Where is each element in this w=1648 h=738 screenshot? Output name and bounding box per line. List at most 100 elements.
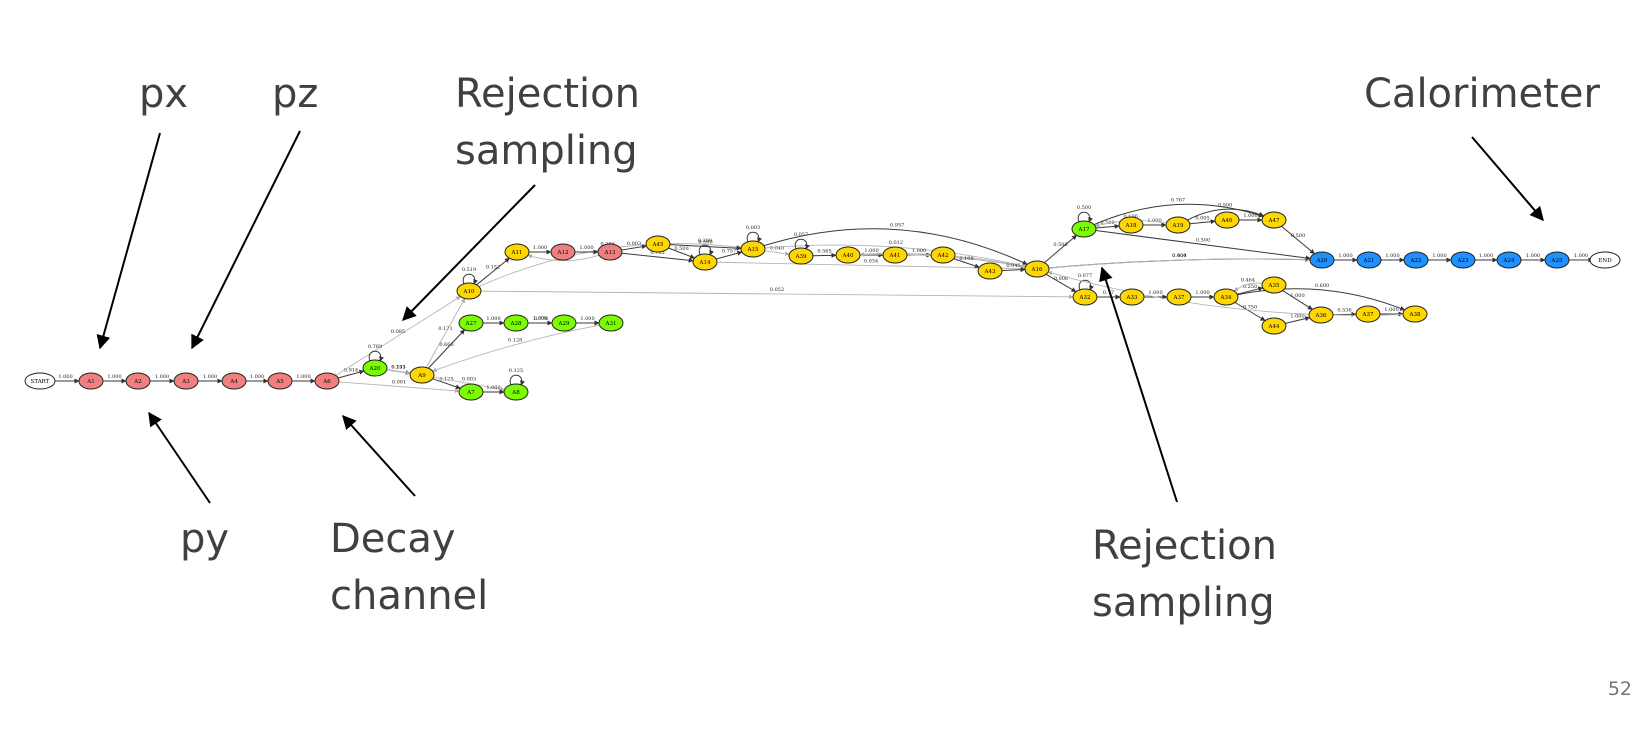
- graph-edge: 0.231: [386, 365, 411, 375]
- node-shape: [1024, 260, 1050, 278]
- edge-line: [476, 257, 510, 286]
- self-loop: [698, 244, 714, 256]
- graph-edge: 1.000: [575, 245, 599, 255]
- node-label: A16: [1031, 267, 1043, 273]
- edge-line: [621, 252, 694, 263]
- graph-edge: 0.052: [480, 287, 1074, 300]
- edge-label: 1.000: [1526, 253, 1540, 259]
- edge-label: 1.000: [1432, 253, 1446, 259]
- node-label: A36: [1315, 313, 1327, 319]
- node-shape: [1589, 251, 1621, 269]
- node-shape: [1402, 305, 1428, 323]
- node-label: A37: [1173, 295, 1185, 301]
- node-label: A7: [466, 390, 475, 396]
- edge-label: 0.152: [486, 265, 500, 271]
- graph-node: A47: [1261, 211, 1287, 229]
- node-shape: [1496, 251, 1522, 269]
- arrow-decay: [342, 414, 416, 497]
- edge-label: 1.000: [1147, 218, 1161, 224]
- graph-edge: 0.250: [1237, 284, 1264, 295]
- arrow-px: [96, 132, 161, 350]
- edge-line: [1233, 282, 1263, 292]
- graph-edge: 0.057: [794, 232, 810, 250]
- edge-label: 0.770: [534, 316, 548, 322]
- edge-label: 1.000: [533, 316, 547, 322]
- arrow-rejection-top: [402, 184, 536, 322]
- node-shape: [1261, 211, 1287, 229]
- callout-px: px: [139, 71, 189, 117]
- node-shape: [1356, 251, 1382, 269]
- graph-edge: 1.000: [292, 374, 316, 384]
- edge-line: [1045, 273, 1077, 293]
- graph-edge: 0.600: [1237, 283, 1406, 311]
- edge-line: [764, 250, 790, 256]
- edge-label: 0.143: [391, 365, 405, 371]
- node-label: A29: [558, 321, 570, 327]
- node-shape: [740, 240, 766, 258]
- node-label: A24: [1503, 258, 1515, 264]
- node-label: A22: [1410, 258, 1422, 264]
- node-shape: [977, 262, 1003, 280]
- graph-node: A2: [125, 372, 151, 390]
- node-label: A8: [511, 390, 520, 396]
- graph-node: A22: [1403, 251, 1429, 269]
- graph-edge: 0.045: [1001, 263, 1026, 273]
- node-label: A37: [1362, 312, 1374, 318]
- graph-node: A20: [362, 359, 388, 377]
- edge-label: 1.000: [912, 248, 926, 254]
- edge-label: 1.000: [864, 248, 878, 254]
- edge-label: 0.914: [344, 368, 358, 374]
- edge-label: 1.000: [58, 374, 72, 380]
- edge-label: 0.012: [889, 240, 903, 246]
- self-loop: [462, 273, 478, 285]
- node-label: A21: [1363, 258, 1375, 264]
- graph-node: A6: [314, 372, 340, 390]
- node-shape: [1071, 220, 1097, 238]
- graph-edge: 0.077: [1078, 273, 1094, 291]
- graph-edge: 1.000: [1142, 218, 1167, 228]
- edge-label: 0.500: [1077, 205, 1091, 211]
- graph-node: A31: [598, 314, 624, 332]
- edge-label: 0.200: [698, 238, 712, 244]
- node-label: A23: [1457, 258, 1469, 264]
- graph-edge: 1.000: [52, 374, 80, 384]
- node-label: A15: [747, 247, 759, 253]
- node-shape: [882, 246, 908, 264]
- edge-label: 1.000: [580, 316, 594, 322]
- edge-label: 1.000: [296, 374, 310, 380]
- node-shape: [1213, 288, 1239, 306]
- callout-decay-line2: channel: [330, 573, 489, 619]
- graph-edge: 0.001: [338, 380, 460, 394]
- self-loop: [1077, 211, 1093, 223]
- graph-edge: 0.003: [621, 241, 647, 251]
- edge-label: 0.231: [391, 365, 405, 371]
- edge-label: 0.500: [1291, 233, 1305, 239]
- edge-line: [763, 228, 1028, 265]
- graph-edge: 1.000: [1381, 253, 1405, 263]
- graph-node: A37: [1355, 305, 1381, 323]
- graph-edge: 1.000: [1569, 253, 1594, 263]
- arrow-rejection-bottom: [1099, 266, 1178, 503]
- graph-node: A23: [1450, 251, 1476, 269]
- graph-edge: 0.500: [1281, 225, 1315, 255]
- edge-label: 1.000: [203, 374, 217, 380]
- edge-label: 0.108: [959, 256, 973, 262]
- node-label: A25: [1551, 258, 1563, 264]
- node-shape: [1403, 251, 1429, 269]
- edge-label: 0.040: [770, 246, 784, 252]
- node-label: A4: [229, 379, 238, 385]
- graph-node: END: [1589, 251, 1621, 269]
- self-loop: [746, 231, 762, 243]
- edge-label: 1.000: [1290, 314, 1304, 320]
- node-label: A18: [1125, 223, 1137, 229]
- graph-node: A39: [788, 247, 814, 265]
- callout-rejection-top-line1: Rejection: [455, 71, 640, 117]
- graph-edge: 1.000: [150, 374, 175, 384]
- node-shape: [1119, 288, 1145, 306]
- graph-node: A28: [503, 314, 529, 332]
- graph-node: A14: [692, 253, 718, 271]
- graph-edge: 1.000: [1239, 213, 1263, 223]
- edge-label: 0.757: [722, 249, 736, 255]
- graph-edge: 0.957: [763, 223, 1028, 265]
